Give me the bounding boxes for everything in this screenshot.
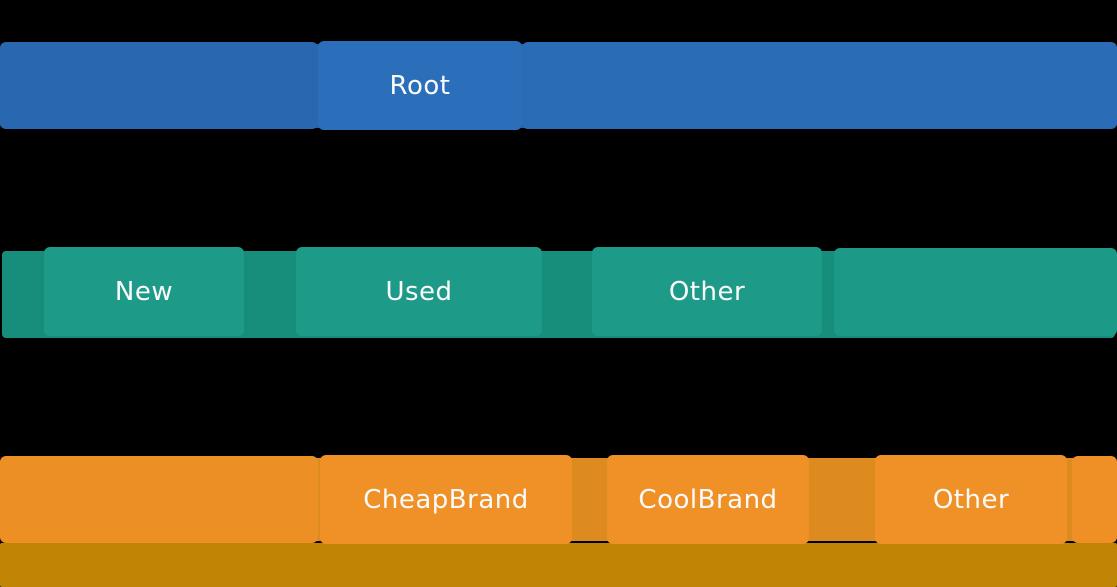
icicle-segment-root-right-overlap[interactable]: [522, 42, 1117, 129]
segment-label-root: Root: [389, 70, 451, 101]
icicle-segment-coolbrand[interactable]: CoolBrand: [607, 455, 809, 544]
icicle-segment-other-condition[interactable]: Other: [592, 247, 822, 336]
icicle-segment-unlabeled-condition[interactable]: [834, 248, 1117, 336]
icicle-segment-other-brand[interactable]: Other: [875, 455, 1067, 544]
icicle-segment-unlabeled-brand-right[interactable]: [1072, 456, 1117, 543]
segment-label-new: New: [114, 276, 174, 307]
icicle-segment-root[interactable]: Root: [318, 41, 522, 130]
icicle-segment-unlabeled-brand-left[interactable]: [0, 456, 318, 543]
segment-label-other-brand: Other: [932, 484, 1010, 515]
icicle-segment-cheapbrand[interactable]: CheapBrand: [320, 455, 572, 544]
segment-label-used: Used: [385, 276, 453, 307]
level-3-partial-band[interactable]: [0, 543, 1117, 587]
icicle-segment-root-left-overlap[interactable]: [0, 42, 318, 129]
icicle-segment-new[interactable]: New: [44, 247, 244, 336]
icicle-segment-used[interactable]: Used: [296, 247, 542, 336]
segment-label-other-condition: Other: [668, 276, 746, 307]
segment-label-coolbrand: CoolBrand: [638, 484, 778, 515]
segment-label-cheapbrand: CheapBrand: [363, 484, 529, 515]
